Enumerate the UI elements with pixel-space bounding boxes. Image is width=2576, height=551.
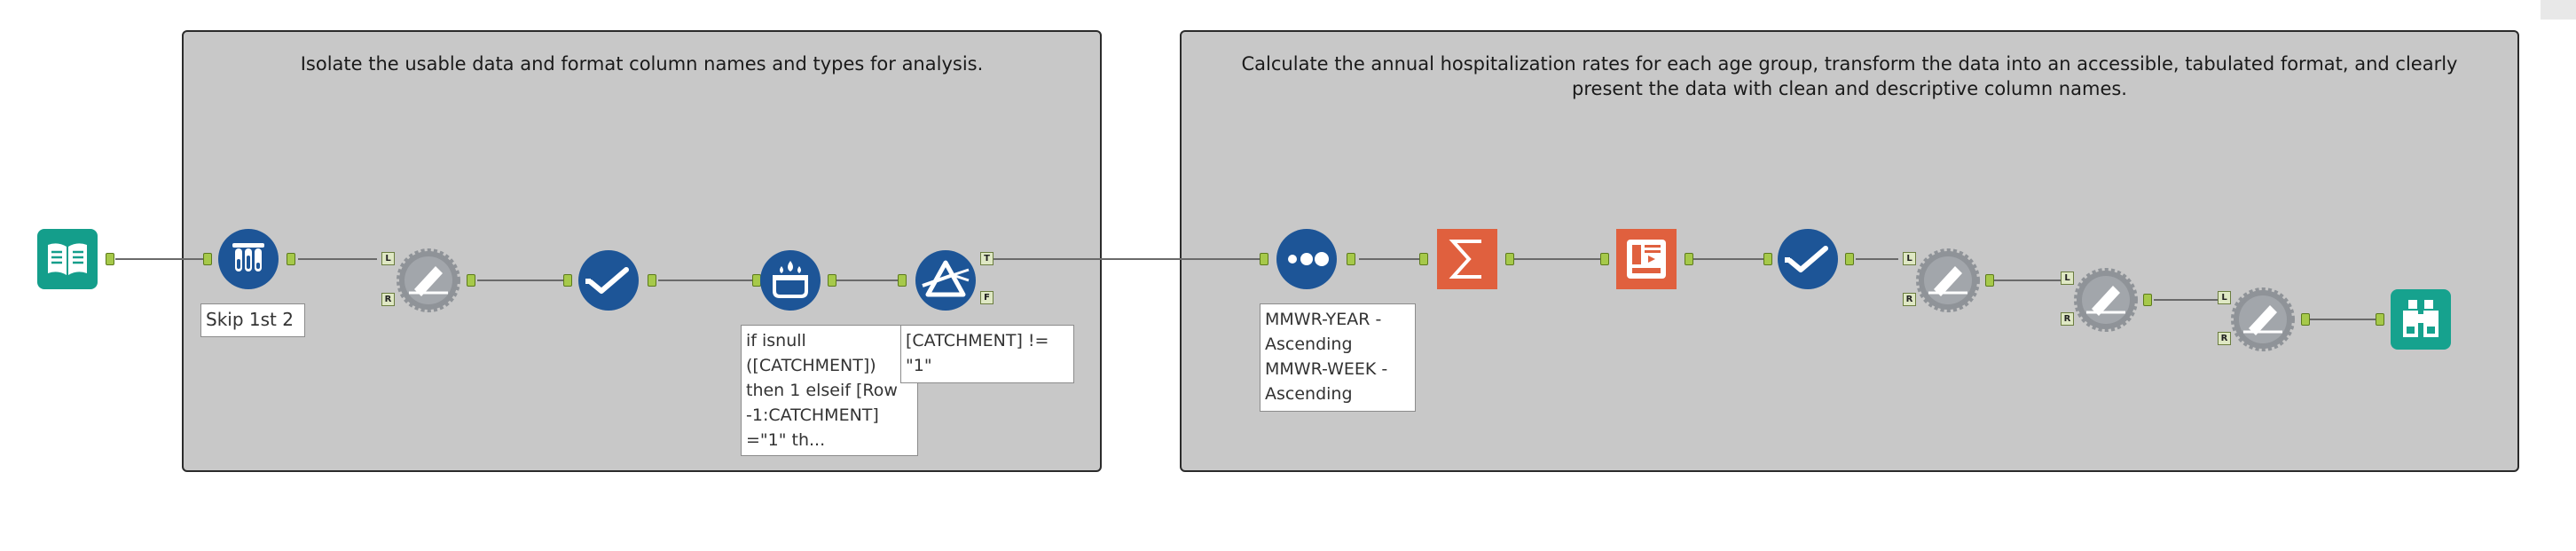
container-caption: Isolate the usable data and format colum… xyxy=(300,53,984,75)
gear-join-icon xyxy=(2231,287,2295,351)
dots-icon xyxy=(1276,229,1337,289)
gear-join-icon xyxy=(1916,248,1980,312)
input-port[interactable] xyxy=(1600,253,1609,265)
output-port[interactable] xyxy=(828,274,836,287)
checkmark-icon xyxy=(1778,229,1838,289)
output-port[interactable] xyxy=(1845,253,1854,265)
output-port[interactable] xyxy=(106,253,114,265)
right-input-port[interactable]: R xyxy=(2061,312,2074,326)
container-caption: Calculate the annual hospitalization rat… xyxy=(1241,53,2458,99)
output-port[interactable] xyxy=(2143,294,2152,306)
output-port[interactable] xyxy=(287,253,295,265)
filter-tool[interactable] xyxy=(914,248,978,312)
input-port[interactable] xyxy=(1419,253,1428,265)
left-input-port[interactable]: L xyxy=(2218,291,2231,304)
output-port[interactable] xyxy=(1505,253,1514,265)
browse-tool[interactable] xyxy=(2389,287,2453,351)
output-port[interactable] xyxy=(1685,253,1693,265)
crosstab-icon xyxy=(1616,229,1677,289)
join-tool[interactable] xyxy=(1916,248,1980,312)
left-input-port[interactable]: L xyxy=(2061,272,2074,285)
formula-annotation: if isnull ([CATCHMENT]) then 1 elseif [R… xyxy=(741,325,918,456)
gear-join-icon xyxy=(2074,268,2138,332)
cross-tab-tool[interactable] xyxy=(1614,227,1678,291)
input-port[interactable] xyxy=(1763,253,1772,265)
join-tool[interactable] xyxy=(2074,268,2138,332)
select-tool[interactable] xyxy=(577,248,640,312)
right-input-port[interactable]: R xyxy=(1903,293,1916,306)
false-output-port[interactable]: F xyxy=(980,291,993,304)
input-data-tool[interactable] xyxy=(35,227,99,291)
left-input-port[interactable]: L xyxy=(1903,252,1916,265)
test-tubes-icon xyxy=(218,229,279,289)
output-port[interactable] xyxy=(2301,313,2310,326)
output-port[interactable] xyxy=(1347,253,1355,265)
input-port[interactable] xyxy=(1260,253,1268,265)
output-port[interactable] xyxy=(648,274,656,287)
multi-row-formula-tool[interactable] xyxy=(758,248,822,312)
output-port[interactable] xyxy=(467,274,475,287)
flask-icon xyxy=(760,250,821,311)
input-port[interactable] xyxy=(898,274,907,287)
true-output-port[interactable]: T xyxy=(980,252,993,265)
input-port[interactable] xyxy=(563,274,572,287)
join-tool[interactable] xyxy=(2231,287,2295,351)
right-input-port[interactable]: R xyxy=(381,293,395,306)
summarize-tool[interactable] xyxy=(1435,227,1499,291)
binoculars-icon xyxy=(2391,289,2451,350)
checkmark-icon xyxy=(578,250,639,311)
sample-tool[interactable] xyxy=(216,227,280,291)
select-tool[interactable] xyxy=(1776,227,1840,291)
sigma-icon xyxy=(1437,229,1497,289)
sort-annotation: MMWR-YEAR - Ascending MMWR-WEEK - Ascend… xyxy=(1260,303,1416,412)
output-port[interactable] xyxy=(1985,274,1994,287)
sample-annotation: Skip 1st 2 xyxy=(200,303,305,337)
join-tool[interactable] xyxy=(397,248,460,312)
gear-join-icon xyxy=(397,248,460,312)
left-input-port[interactable]: L xyxy=(381,252,395,265)
book-icon xyxy=(37,229,98,289)
tool-container-rates[interactable]: Calculate the annual hospitalization rat… xyxy=(1180,30,2519,472)
right-input-port[interactable]: R xyxy=(2218,332,2231,345)
canvas-corner xyxy=(2541,0,2576,20)
sort-tool[interactable] xyxy=(1275,227,1339,291)
filter-annotation: [CATCHMENT] != "1" xyxy=(900,325,1074,383)
input-port[interactable] xyxy=(2376,313,2384,326)
input-port[interactable] xyxy=(203,253,212,265)
prism-icon xyxy=(915,250,976,311)
